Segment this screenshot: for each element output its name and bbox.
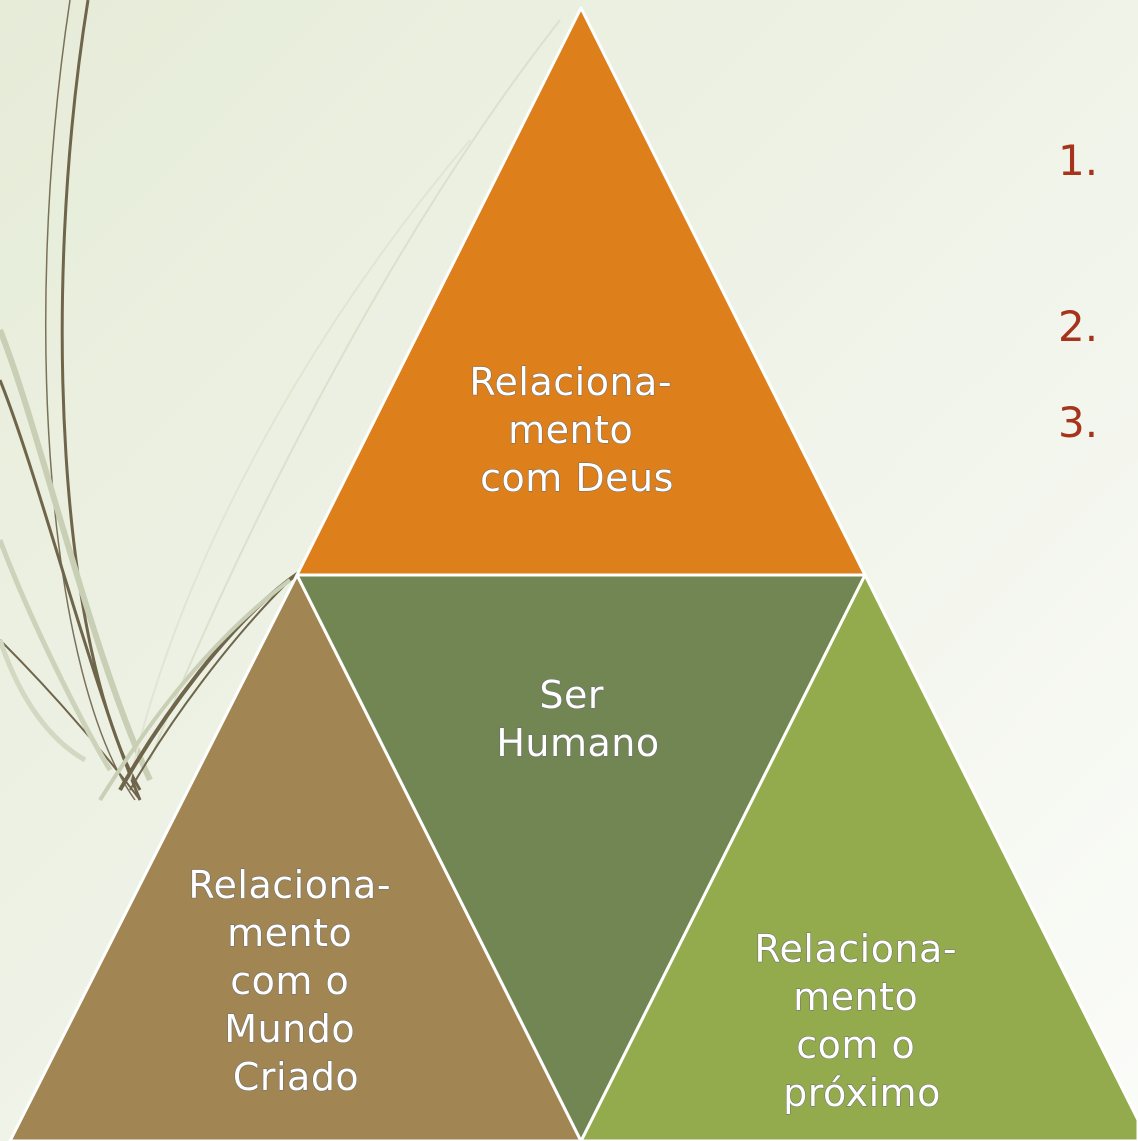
label-human-being: Ser Humano: [496, 673, 659, 765]
label-relationship-god: Relaciona- mento com Deus: [469, 360, 684, 500]
triangle-human-being: [295, 573, 867, 1141]
background-swoosh: [0, 0, 561, 802]
label-relationship-created-world: Relaciona- mento com o Mundo Criado: [188, 863, 403, 1099]
list-number-1: 1.: [1058, 136, 1099, 185]
list-number-3: 3.: [1058, 398, 1099, 447]
list-number-2: 2.: [1058, 302, 1099, 351]
label-relationship-neighbor: Relaciona- mento com o próximo: [754, 927, 969, 1115]
